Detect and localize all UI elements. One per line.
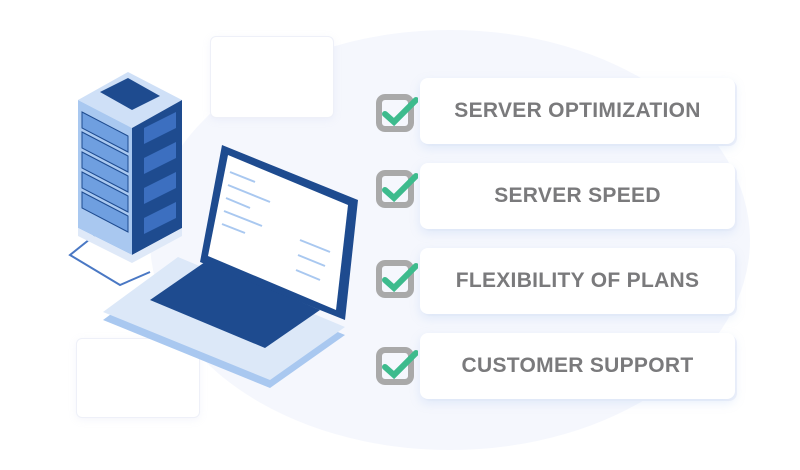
laptop-icon (103, 145, 358, 388)
faded-chart-card (76, 338, 200, 418)
feature-card-server-optimization: SERVER OPTIMIZATION (420, 78, 735, 144)
cable (68, 234, 151, 287)
feature-label: FLEXIBILITY OF PLANS (455, 269, 700, 292)
checkbox-checked-icon[interactable] (376, 92, 418, 134)
feature-card-customer-support: CUSTOMER SUPPORT (420, 333, 735, 399)
feature-label: SERVER OPTIMIZATION (454, 99, 701, 122)
feature-card-server-speed: SERVER SPEED (420, 163, 735, 229)
feature-card-flexibility-of-plans: FLEXIBILITY OF PLANS (420, 248, 735, 314)
checkbox-checked-icon[interactable] (376, 258, 418, 300)
feature-label: CUSTOMER SUPPORT (461, 354, 694, 377)
server-rack-icon (78, 72, 182, 263)
faded-chart-card (210, 36, 334, 118)
checkbox-checked-icon[interactable] (376, 168, 418, 210)
checkbox-checked-icon[interactable] (376, 345, 418, 387)
feature-label: SERVER SPEED (494, 184, 661, 207)
